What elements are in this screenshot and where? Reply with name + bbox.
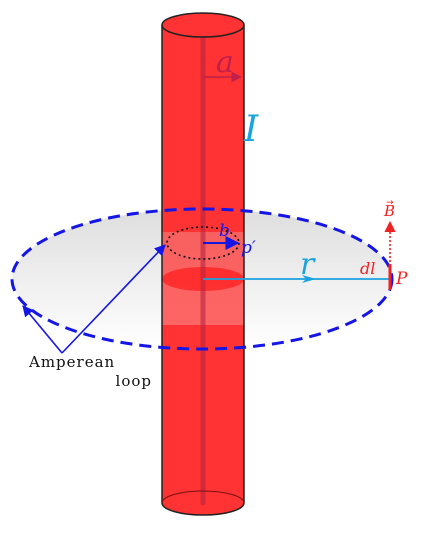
label-pointer-to-wire <box>61 244 166 354</box>
line-element-label: dl <box>360 259 375 278</box>
inner-radius-label: b <box>219 221 230 241</box>
amperean-label-line1: Amperean <box>28 353 115 371</box>
field-vector-mark: → <box>386 198 394 208</box>
inner-point-label: p′ <box>241 238 256 258</box>
distance-r-arrowhead <box>302 275 316 283</box>
radius-a-label: a <box>216 45 234 80</box>
point-p-label: P <box>395 269 408 289</box>
amperean-loop <box>10 207 394 351</box>
wire-bottom-cap-back <box>161 490 245 504</box>
wire-top-cap <box>161 12 245 38</box>
wire-bottom-cap <box>161 502 245 516</box>
current-label: I <box>243 109 259 150</box>
distance-r-label: r <box>300 247 316 282</box>
field-b-label: B <box>383 202 395 220</box>
amperean-label-line2: loop <box>116 372 152 390</box>
label-pointer-to-disc-edge <box>22 305 63 354</box>
